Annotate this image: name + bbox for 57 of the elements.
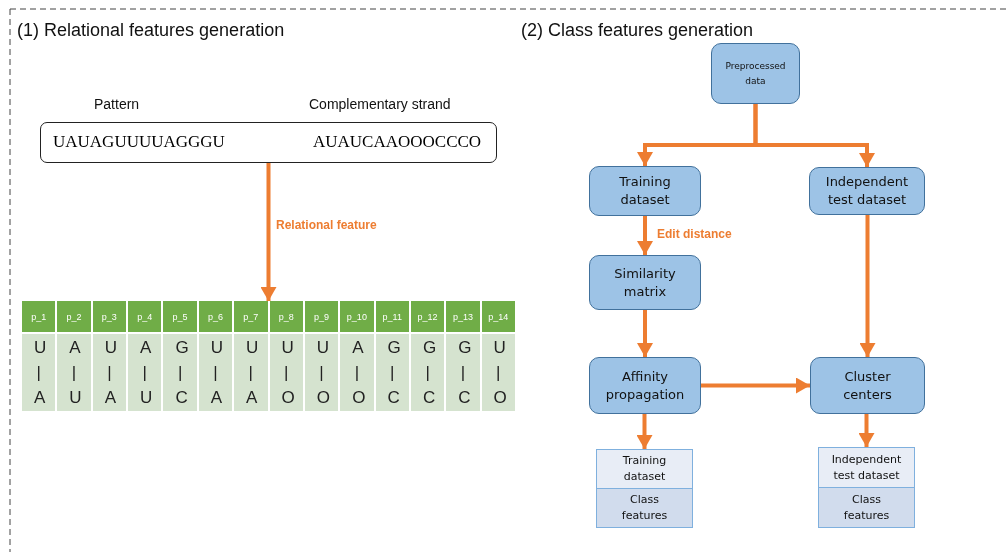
column-header: p_1 (22, 301, 56, 332)
base-pair-column: U | O (269, 334, 303, 411)
column-header: p_11 (375, 301, 409, 332)
column-header: p_13 (446, 301, 480, 332)
column-header: p_8 (269, 301, 303, 332)
table-row: Class features (597, 488, 692, 527)
process-box: Independent test dataset (809, 167, 925, 215)
process-box: Training dataset (589, 166, 701, 216)
base-pair-table (22, 301, 515, 411)
base-pair-column: G | C (163, 334, 197, 411)
base-pair-column: A | O (340, 334, 374, 411)
base-pair-column: U | A (234, 334, 268, 411)
column-header: p_2 (57, 301, 91, 332)
process-box: Cluster centers (810, 357, 925, 414)
strand-heading: Pattern (94, 96, 140, 112)
output-table (596, 449, 693, 528)
table-row: Independent test dataset (819, 448, 914, 487)
strand-heading: Complementary strand (309, 96, 451, 112)
column-header: p_3 (92, 301, 127, 332)
sequence-text: UAUAGUUUUAGGGU (53, 132, 225, 152)
arrow (636, 414, 653, 449)
arrow (260, 163, 277, 301)
column-header: p_4 (128, 301, 162, 332)
arrow (637, 310, 653, 357)
column-header: p_14 (481, 301, 515, 332)
base-pair-column: U | O (481, 334, 515, 411)
base-pair-column: G | C (410, 334, 445, 411)
arrow (753, 104, 875, 167)
column-header: p_7 (234, 301, 268, 332)
table-row: Training dataset (597, 450, 692, 488)
base-pair-column: A | U (57, 334, 91, 411)
arrow (701, 377, 810, 394)
arrow (859, 215, 876, 357)
base-pair-column: U | A (198, 334, 233, 411)
base-pair-column: G | C (446, 334, 480, 411)
output-table (818, 447, 915, 528)
base-pair-column: G | C (375, 334, 409, 411)
process-box: Preprocessed data (711, 43, 800, 104)
column-header: p_6 (198, 301, 233, 332)
arrow (858, 414, 875, 447)
column-header: p_10 (340, 301, 374, 332)
section-title: (1) Relational features generation (17, 20, 285, 41)
base-pair-column: U | O (304, 334, 339, 411)
sequence-text: AUAUCAAOOOCCCO (313, 132, 482, 152)
base-pair-column: U | A (22, 334, 56, 411)
process-box: Affinity propagation (589, 357, 701, 414)
edge-label: Edit distance (657, 227, 732, 241)
arrow (637, 216, 653, 255)
process-box: Similarity matrix (589, 255, 701, 310)
table-row: Class features (819, 487, 914, 527)
base-pair-column: U | A (92, 334, 127, 411)
column-header: p_9 (304, 301, 339, 332)
column-header: p_5 (163, 301, 197, 332)
base-pair-column: A | U (128, 334, 162, 411)
edge-label: Relational feature (276, 218, 377, 232)
column-header: p_12 (410, 301, 445, 332)
section-title: (2) Class features generation (521, 20, 754, 41)
